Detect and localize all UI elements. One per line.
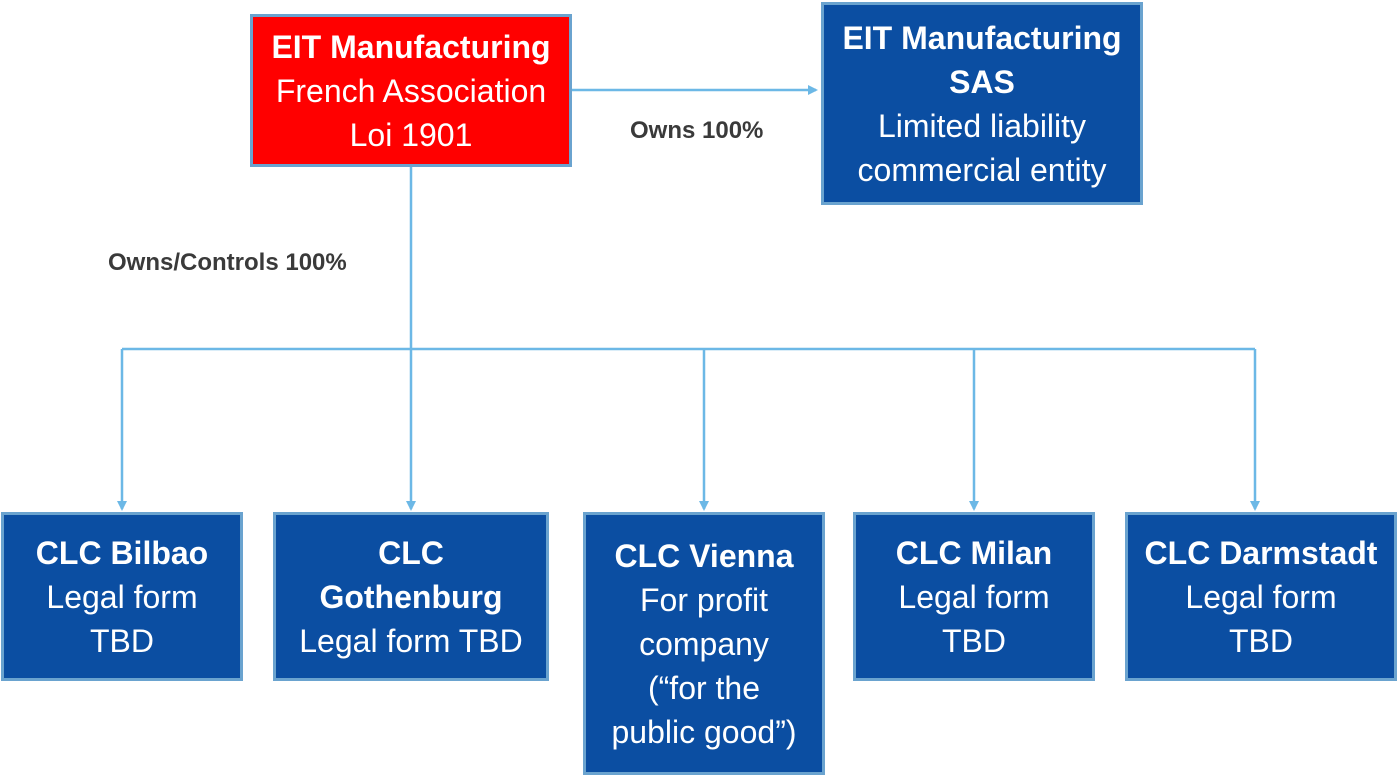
clc-bilbao-line2: Legal form <box>46 578 198 615</box>
owns-label: Owns 100% <box>630 117 764 144</box>
association-law: Loi 1901 <box>349 116 473 153</box>
clc-gothenburg-title-line2: Gothenburg <box>319 578 503 615</box>
clc-vienna-box: CLC Vienna For profit company (“for the … <box>583 512 825 775</box>
association-type: French Association <box>275 72 547 109</box>
clc-vienna-line2: For profit <box>639 581 769 618</box>
clc-vienna-title: CLC Vienna <box>614 537 794 574</box>
clc-bilbao-box: CLC Bilbao Legal form TBD <box>1 512 243 681</box>
clc-bilbao-title: CLC Bilbao <box>35 534 209 571</box>
clc-milan-line3: TBD <box>942 622 1006 659</box>
clc-bilbao-line3: TBD <box>90 622 154 659</box>
sas-type-line1: Limited liability <box>877 107 1087 144</box>
clc-gothenburg-box: CLC Gothenburg Legal form TBD <box>273 512 549 681</box>
clc-gothenburg-title-line1: CLC <box>378 534 444 571</box>
association-title: EIT Manufacturing <box>271 28 551 65</box>
clc-vienna-line4: (“for the <box>647 669 761 706</box>
clc-darmstadt-line2: Legal form <box>1185 578 1337 615</box>
owns-controls-label: Owns/Controls 100% <box>108 249 347 276</box>
clc-milan-title: CLC Milan <box>895 534 1053 571</box>
clc-vienna-line5: public good”) <box>611 713 797 750</box>
clc-darmstadt-title: CLC Darmstadt <box>1144 534 1378 571</box>
sas-type-line2: commercial entity <box>857 151 1107 188</box>
association-box: EIT Manufacturing French Association Loi… <box>250 14 572 167</box>
clc-milan-line2: Legal form <box>898 578 1050 615</box>
sas-box: EIT Manufacturing SAS Limited liability … <box>821 2 1143 205</box>
clc-darmstadt-line3: TBD <box>1229 622 1293 659</box>
clc-vienna-line3: company <box>639 625 769 662</box>
sas-title-line1: EIT Manufacturing <box>842 19 1122 56</box>
sas-title-line2: SAS <box>949 63 1015 100</box>
clc-milan-box: CLC Milan Legal form TBD <box>853 512 1095 681</box>
clc-darmstadt-box: CLC Darmstadt Legal form TBD <box>1125 512 1397 681</box>
clc-gothenburg-line3: Legal form TBD <box>299 622 523 659</box>
